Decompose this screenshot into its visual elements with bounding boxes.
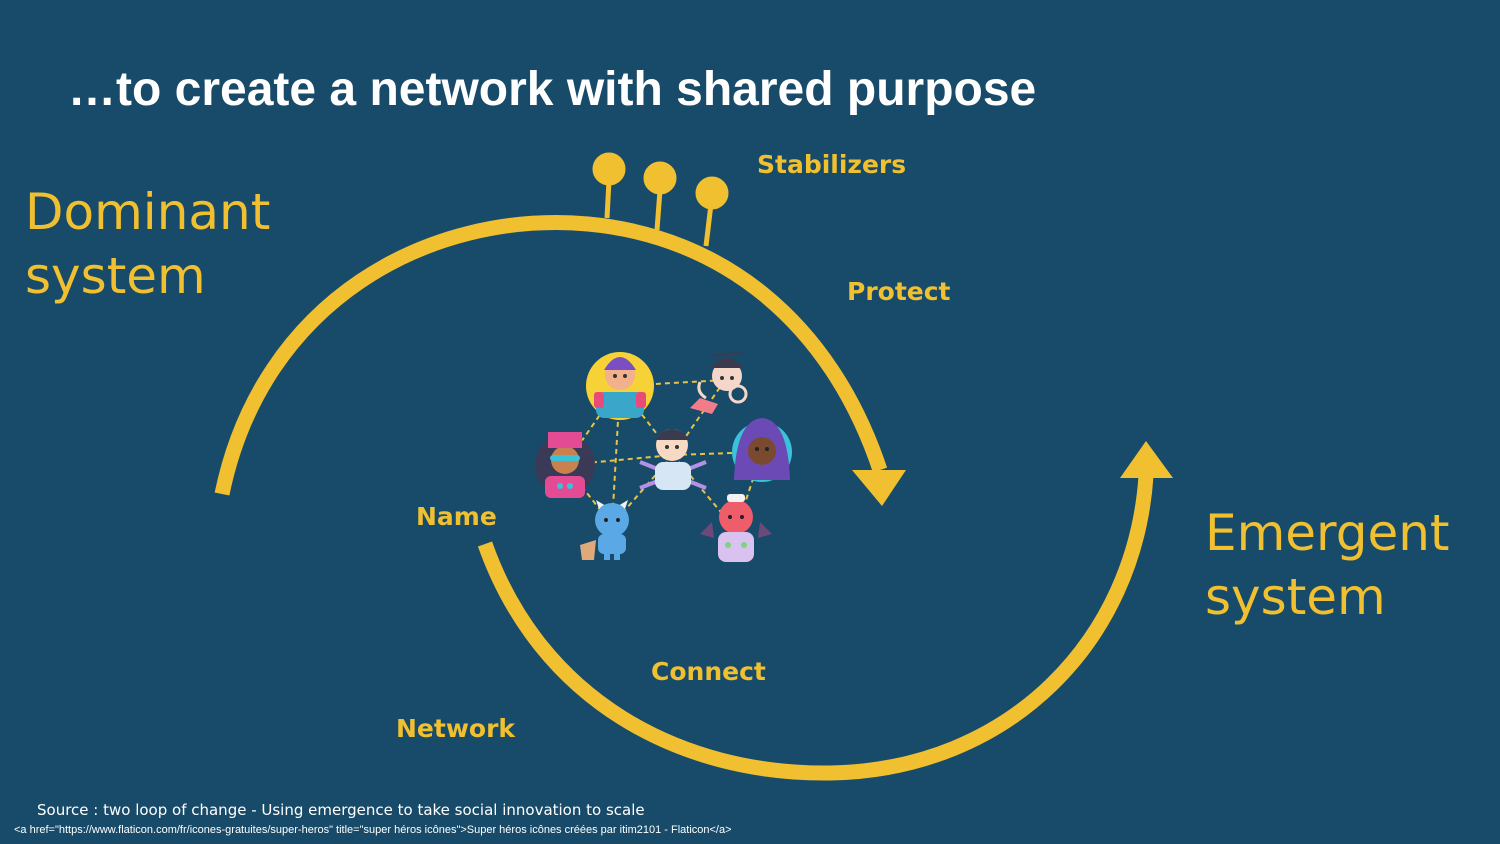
emergent-line-2: system	[1205, 568, 1386, 626]
hero-glasses-icon	[535, 432, 595, 498]
icon-credit: <a href="https://www.flaticon.com/fr/ico…	[14, 824, 732, 836]
source-note: Source : two loop of change - Using emer…	[37, 801, 645, 819]
emergent-system-label: Emergent system	[1205, 501, 1450, 629]
emergent-loop-arc	[477, 475, 1154, 781]
dominant-loop-arc	[214, 215, 888, 496]
hero-demon-icon	[580, 500, 629, 560]
network-label: Network	[396, 714, 516, 743]
emergent-line-1: Emergent	[1205, 504, 1450, 562]
hero-hooded-icon	[732, 418, 792, 482]
emergent-arrowhead	[1120, 441, 1173, 478]
protect-label: Protect	[847, 277, 951, 306]
dominant-arrowhead	[852, 470, 906, 506]
slide-title: …to create a network with shared purpose	[68, 63, 1037, 116]
hero-oni-icon	[700, 494, 772, 562]
name-label: Name	[416, 502, 497, 531]
stabilizers-label: Stabilizers	[757, 150, 907, 179]
dominant-system-label: Dominant system	[25, 180, 270, 308]
hero-center-icon	[639, 429, 707, 490]
hero-blonde-icon	[586, 352, 654, 420]
dominant-line-1: Dominant	[25, 183, 271, 241]
connect-label: Connect	[651, 657, 766, 686]
dominant-line-2: system	[25, 247, 206, 305]
hero-samurai-icon	[690, 351, 748, 414]
stabilizer-pins	[592, 152, 729, 247]
